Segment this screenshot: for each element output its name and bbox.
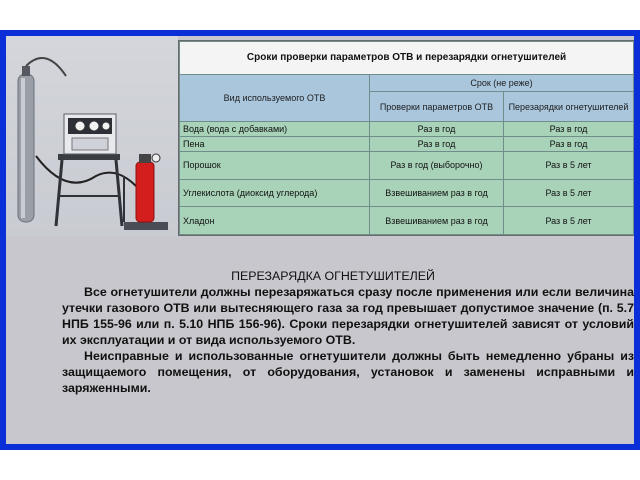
row-recharge: Раз в 5 лет bbox=[502, 178, 635, 208]
row-kind: Пена bbox=[179, 135, 370, 152]
section-heading: ПЕРЕЗАРЯДКА ОГНЕТУШИТЕЛЕЙ bbox=[231, 269, 435, 283]
row-recharge: Раз в 5 лет bbox=[502, 150, 635, 180]
table-title: Сроки проверки параметров ОТВ и перезаря… bbox=[178, 40, 635, 76]
row-kind: Углекислота (диоксид углерода) bbox=[179, 178, 370, 208]
row-check: Взвешиванием раз в год bbox=[369, 178, 504, 208]
recharging-equipment-photo bbox=[6, 36, 178, 236]
table-row: Хладон Взвешиванием раз в год Раз в 5 ле… bbox=[179, 206, 635, 235]
row-check: Раз в год bbox=[369, 120, 504, 137]
column-header-check: Проверки параметров ОТВ bbox=[369, 91, 504, 122]
table-row: Пена Раз в год Раз в год bbox=[179, 135, 635, 152]
row-check: Взвешиванием раз в год bbox=[369, 206, 504, 235]
row-recharge: Раз в 5 лет bbox=[502, 206, 635, 235]
row-recharge: Раз в год bbox=[502, 120, 635, 137]
column-header-term: Срок (не реже) bbox=[368, 74, 635, 93]
column-header-recharge: Перезарядки огнетушителей bbox=[502, 91, 635, 122]
row-recharge: Раз в год bbox=[502, 135, 635, 152]
table-row: Вода (вода с добавками) Раз в год Раз в … bbox=[179, 120, 635, 137]
column-header-kind: Вид используемого ОТВ bbox=[179, 74, 370, 122]
paragraph-2: Неисправные и использованные огнетушител… bbox=[62, 349, 634, 395]
row-kind: Вода (вода с добавками) bbox=[179, 120, 370, 137]
row-check: Раз в год bbox=[369, 135, 504, 152]
inspection-schedule-table: Сроки проверки параметров ОТВ и перезаря… bbox=[178, 40, 635, 236]
table-row: Углекислота (диоксид углерода) Взвешиван… bbox=[179, 178, 635, 208]
paragraph-1: Все огнетушители должны перезаряжаться с… bbox=[62, 285, 634, 347]
row-kind: Хладон bbox=[179, 206, 370, 235]
row-check: Раз в год (выборочно) bbox=[369, 150, 504, 180]
equipment-illustration bbox=[17, 57, 168, 230]
body-text: ПЕРЕЗАРЯДКА ОГНЕТУШИТЕЛЕЙ Все огнетушите… bbox=[62, 268, 634, 396]
row-kind: Порошок bbox=[179, 150, 370, 180]
table-row: Порошок Раз в год (выборочно) Раз в 5 ле… bbox=[179, 150, 635, 180]
